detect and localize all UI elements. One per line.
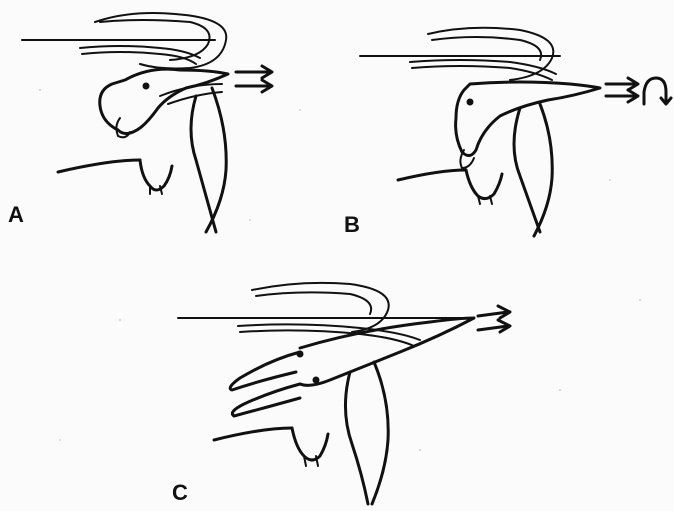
panel-c-drawing: [178, 283, 510, 504]
panel-label-c: C: [172, 482, 188, 504]
panel-c-calf-eye: [297, 351, 304, 358]
panel-b-drawing: [360, 28, 671, 236]
panel-b-intestine: [428, 28, 553, 80]
panel-c-cow-belly: [214, 428, 292, 440]
panel-b-spine-beads: [410, 60, 556, 80]
panel-b-cow-belly: [398, 170, 466, 180]
panel-c-calf-foreleg-lower: [232, 384, 300, 416]
panel-a-drawing: [22, 13, 272, 232]
panel-b-calf-eye: [467, 99, 474, 106]
panel-c-cow-rump: [372, 362, 388, 504]
panel-b-arrow-1: [606, 78, 638, 90]
panel-c-calf-nose: [313, 377, 320, 384]
panel-c-calf-body: [300, 318, 474, 385]
panel-b-hook-icon: [644, 78, 671, 104]
panel-label-b: B: [344, 214, 360, 236]
panel-a-calf-eye: [143, 83, 150, 90]
panel-a-calf: [100, 69, 228, 133]
panel-c-cow-leg: [345, 372, 368, 504]
panel-a-udder: [140, 160, 172, 190]
panel-b-calf: [456, 82, 600, 156]
panel-b-udder: [466, 170, 502, 199]
panel-a-cow-leg: [191, 96, 216, 232]
panel-b-cow-rump: [534, 104, 552, 236]
panel-a-cow-belly: [58, 160, 140, 172]
panel-c-arrow-1: [478, 306, 510, 318]
panel-c-arrow-2: [478, 320, 510, 332]
panel-a-arrow-2: [236, 80, 272, 92]
panel-c-udder: [292, 428, 328, 460]
panel-a-arrow-1: [236, 66, 272, 78]
panel-b-arrow-2: [606, 90, 638, 102]
panel-c-calf-foreleg-upper: [230, 352, 300, 390]
panel-b-cow-leg: [514, 108, 540, 232]
panel-a-spine-beads: [80, 46, 200, 64]
panel-label-a: A: [8, 204, 24, 226]
